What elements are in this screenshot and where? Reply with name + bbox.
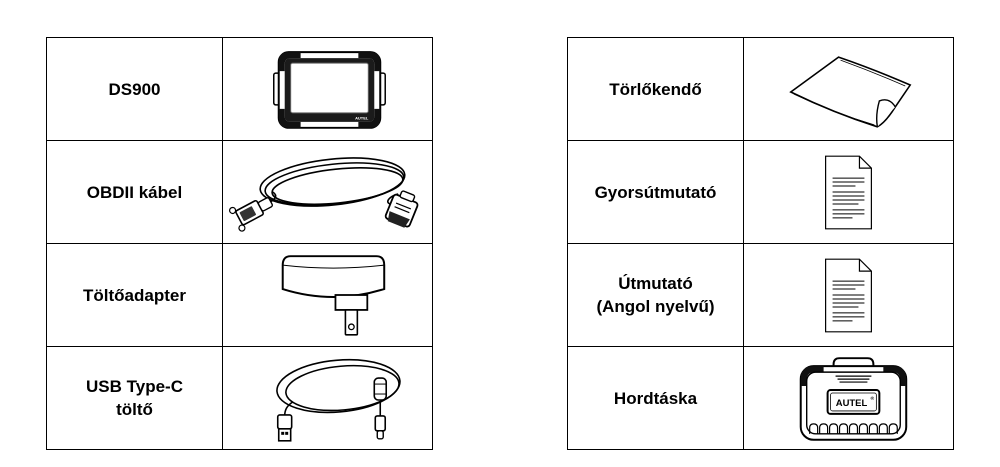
item-label: Útmutató (Angol nyelvű) — [567, 243, 744, 347]
document-icon — [825, 258, 872, 333]
item-image-cell: AUTEL — [222, 37, 433, 141]
table-row: DS900 AUTEL — [46, 37, 433, 141]
item-label-line: Útmutató — [618, 274, 693, 293]
item-label: USB Type-C töltő — [46, 346, 223, 450]
document-icon — [825, 155, 872, 230]
item-label-line: Gyorsútmutató — [594, 182, 717, 202]
item-image-cell — [222, 346, 433, 450]
obdii-cable-icon — [229, 157, 419, 232]
item-label-line: OBDII kábel — [86, 182, 183, 202]
table-row: OBDII kábel — [46, 140, 433, 244]
package-contents-table-left: DS900 AUTEL OBDII kábel — [46, 37, 433, 450]
power-adapter-icon — [281, 255, 386, 336]
item-label: Törlőkendő — [567, 37, 744, 141]
carrying-case-icon: AUTEL ® — [799, 357, 908, 441]
item-label: Gyorsútmutató — [567, 140, 744, 244]
item-label-line: DS900 — [108, 79, 161, 99]
item-image-cell: AUTEL ® — [743, 346, 954, 450]
item-image-cell — [743, 37, 954, 141]
item-label-line: Törlőkendő — [609, 79, 702, 99]
item-label: DS900 — [46, 37, 223, 141]
item-image-cell — [743, 140, 954, 244]
item-label-line: töltő — [116, 400, 153, 419]
tablet-logo-text: AUTEL — [355, 115, 369, 120]
item-label: Töltőadapter — [46, 243, 223, 347]
table-row: Hordtáska AUTEL ® — [567, 346, 954, 450]
table-row: USB Type-C töltő — [46, 346, 433, 450]
cleaning-cloth-icon — [789, 56, 912, 128]
item-label: Hordtáska — [567, 346, 744, 450]
table-row: Útmutató (Angol nyelvű) — [567, 243, 954, 347]
item-label-line: USB Type-C — [86, 377, 183, 396]
item-label-line: Hordtáska — [613, 388, 698, 408]
item-label-line: (Angol nyelvű) — [596, 297, 715, 316]
table-row: Töltőadapter — [46, 243, 433, 347]
table-row: Törlőkendő — [567, 37, 954, 141]
case-logo-mark: ® — [871, 395, 875, 402]
package-contents-table-right: Törlőkendő Gyorsútmutató — [567, 37, 954, 450]
case-logo-text: AUTEL — [836, 398, 868, 409]
item-label: OBDII kábel — [46, 140, 223, 244]
item-image-cell — [222, 243, 433, 347]
item-image-cell — [222, 140, 433, 244]
item-image-cell — [743, 243, 954, 347]
usb-type-c-cable-icon — [276, 358, 401, 442]
table-row: Gyorsútmutató — [567, 140, 954, 244]
tablet-icon: AUTEL — [273, 51, 386, 129]
item-label-line: Töltőadapter — [83, 285, 186, 305]
